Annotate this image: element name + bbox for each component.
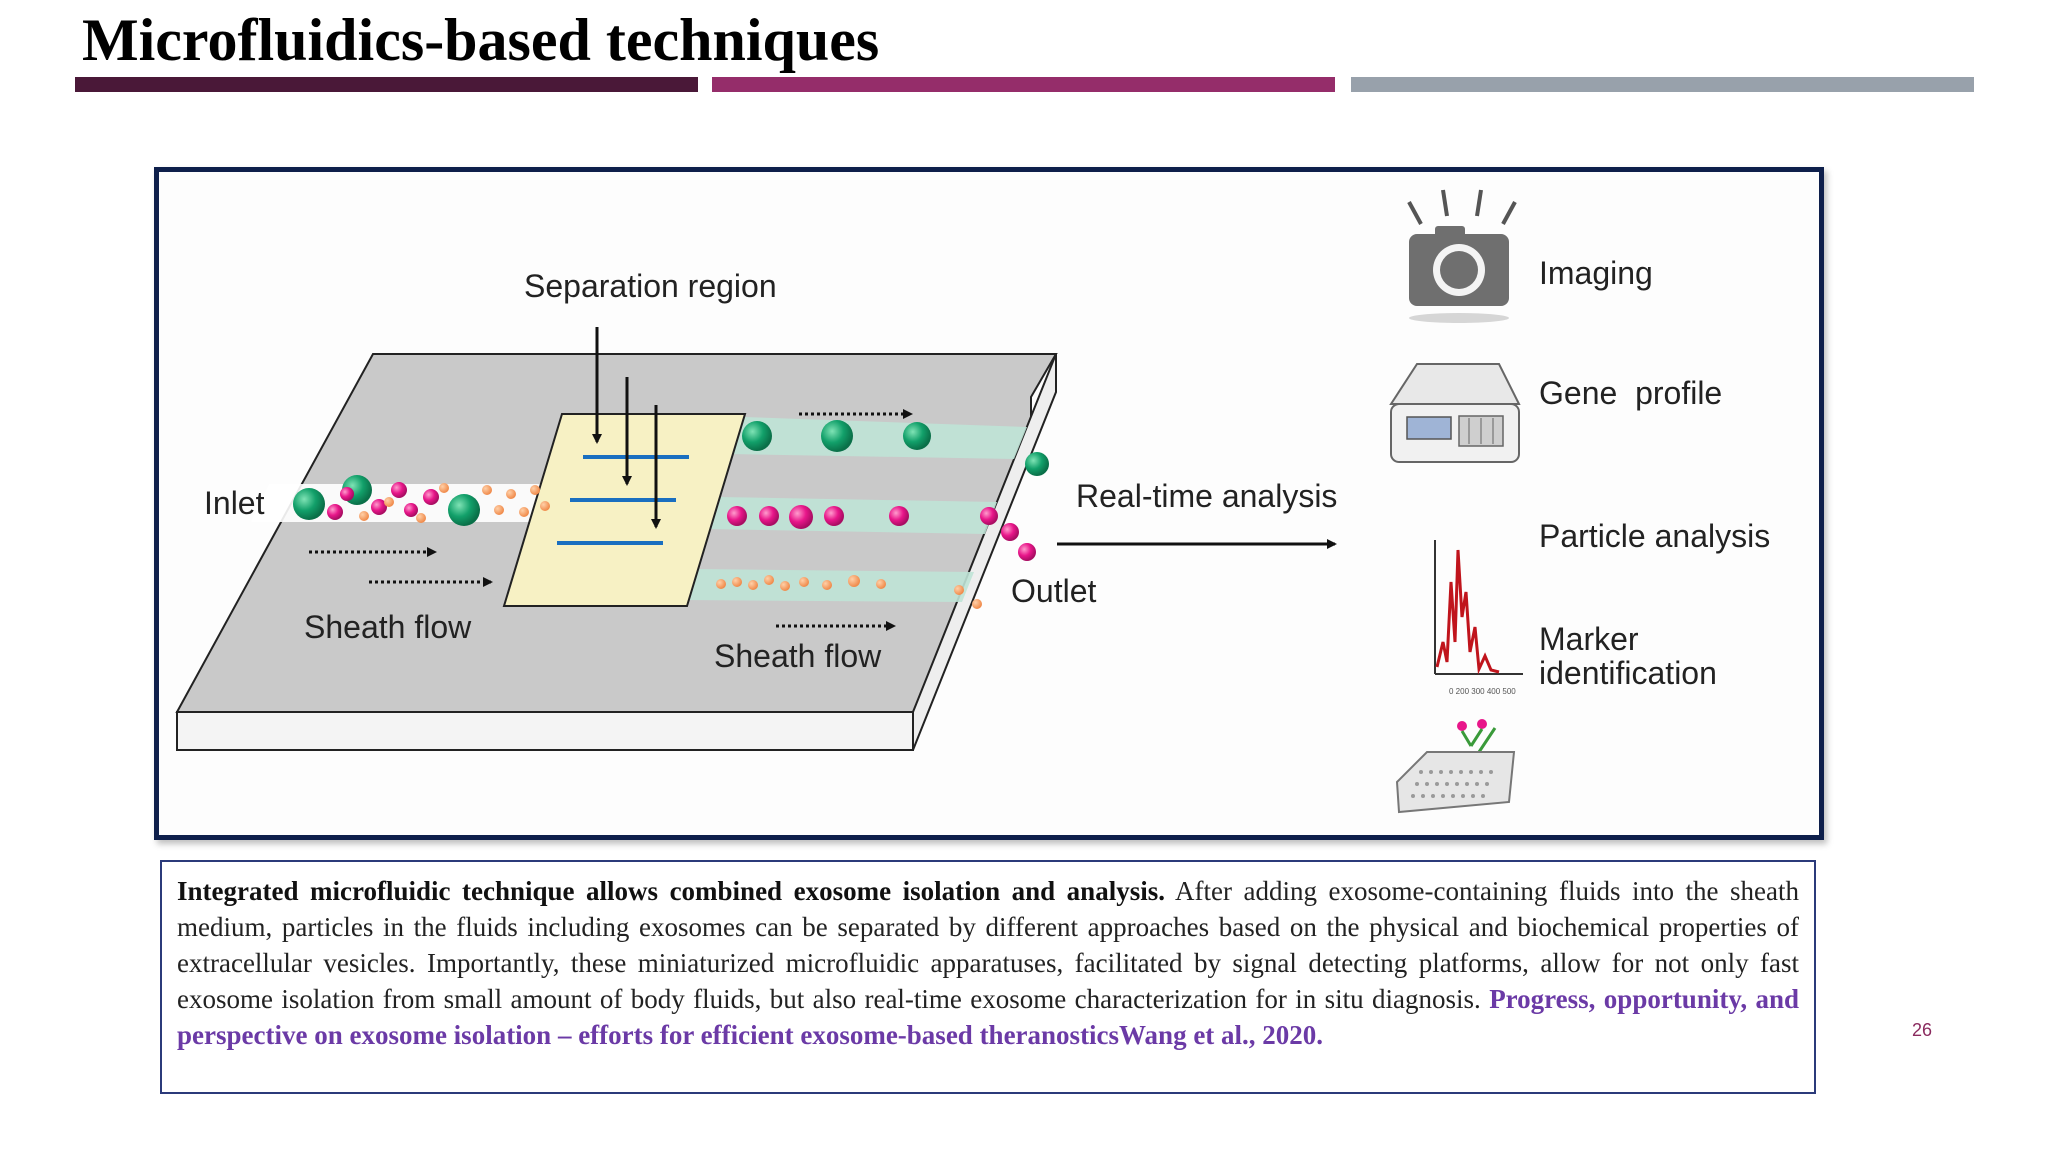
marker-label-line1: Marker bbox=[1539, 621, 1639, 657]
inlet-label: Inlet bbox=[204, 485, 265, 521]
title-underline-dark bbox=[75, 77, 698, 92]
figure-caption: Integrated microfluidic technique allows… bbox=[160, 860, 1816, 1094]
camera-icon bbox=[1407, 189, 1517, 323]
particle-analysis-label: Particle analysis bbox=[1539, 518, 1770, 554]
separation-region bbox=[502, 413, 747, 607]
outlet-particles bbox=[716, 420, 1049, 609]
imaging-label: Imaging bbox=[1539, 255, 1653, 291]
title-underline-magenta bbox=[712, 77, 1335, 92]
svg-text:0 200 300 400 500: 0 200 300 400 500 bbox=[1449, 687, 1516, 696]
well-plate-icon bbox=[1395, 719, 1516, 814]
inlet-particles bbox=[293, 475, 550, 526]
pcr-machine-icon bbox=[1389, 363, 1521, 463]
microfluidic-diagram: Separation region Inlet Sheath flow Shea… bbox=[175, 189, 1770, 814]
caption-lead: Integrated microfluidic technique allows… bbox=[177, 876, 1165, 906]
title-underline-gray bbox=[1351, 77, 1974, 92]
caption-reference: Progress, opportunity, and perspective o… bbox=[177, 984, 1800, 1050]
outlet-label: Outlet bbox=[1011, 573, 1096, 609]
caption-body: After adding exosome-containing fluids i… bbox=[177, 876, 1799, 1014]
page-number: 26 bbox=[1912, 1020, 1933, 1040]
particle-histogram-icon: 0 200 300 400 500 bbox=[1434, 540, 1523, 696]
marker-label-line2: identification bbox=[1539, 655, 1717, 691]
gene-profile-label: Gene profile bbox=[1539, 375, 1722, 411]
slide-title: Microfluidics-based techniques bbox=[82, 7, 880, 73]
real-time-analysis-label: Real-time analysis bbox=[1076, 478, 1337, 514]
separation-region-label: Separation region bbox=[524, 268, 777, 304]
sheath-flow-left-label: Sheath flow bbox=[304, 609, 472, 645]
sheath-flow-right-label: Sheath flow bbox=[714, 638, 882, 674]
caption-paragraph: Integrated microfluidic technique allows… bbox=[177, 873, 1799, 1053]
flow-arrows bbox=[309, 327, 1337, 631]
figure-frame: Separation region Inlet Sheath flow Shea… bbox=[154, 167, 1824, 840]
